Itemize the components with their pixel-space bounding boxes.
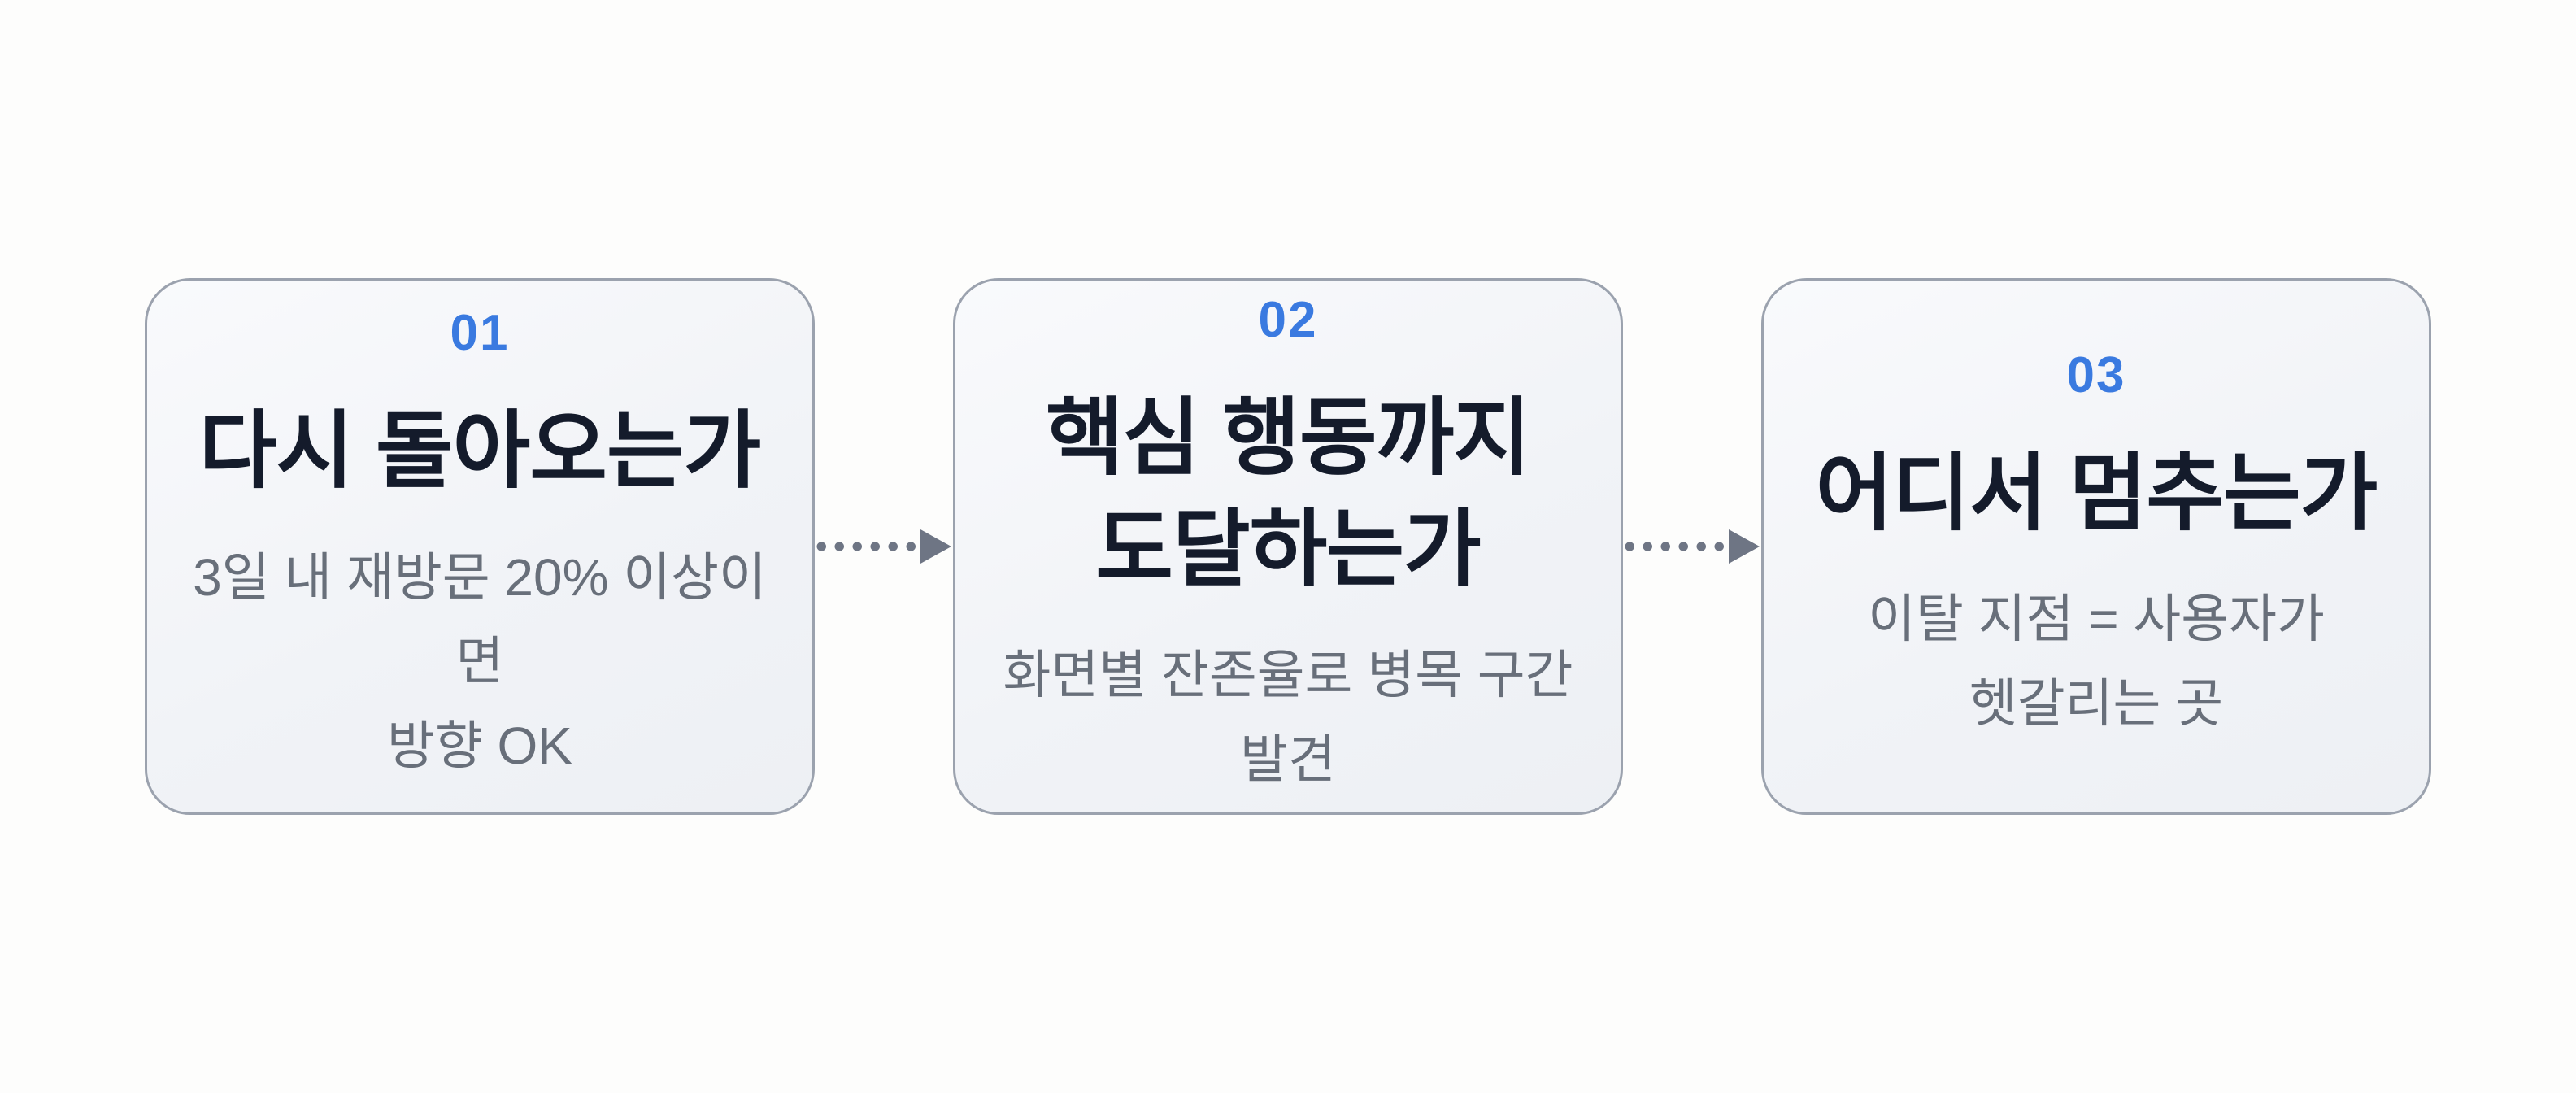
dotted-arrow-right-icon <box>816 529 951 564</box>
step-number: 02 <box>1258 291 1318 348</box>
step-card-1: 01 다시 돌아오는가 3일 내 재방문 20% 이상이면 방향 OK <box>145 278 815 815</box>
step-subtitle: 이탈 지점 = 사용자가 헷갈리는 곳 <box>1868 590 2325 734</box>
step-number: 01 <box>450 305 510 362</box>
step-card-2: 02 핵심 행동까지 도달하는가 화면별 잔존율로 병목 구간 발견 <box>953 278 1623 815</box>
step-title: 핵심 행동까지 도달하는가 <box>1046 390 1531 597</box>
dotted-arrow-right-icon <box>1625 529 1760 564</box>
step-title: 어디서 멈추는가 <box>1815 446 2378 542</box>
step-number: 03 <box>2066 347 2126 404</box>
connector-1 <box>815 514 953 579</box>
step-title: 다시 돌아오는가 <box>198 404 762 499</box>
step-subtitle: 화면별 잔존율로 병목 구간 발견 <box>1003 646 1573 789</box>
connector-2 <box>1623 514 1761 579</box>
step-subtitle: 3일 내 재방문 20% 이상이면 방향 OK <box>193 547 767 775</box>
step-card-3: 03 어디서 멈추는가 이탈 지점 = 사용자가 헷갈리는 곳 <box>1761 278 2431 815</box>
